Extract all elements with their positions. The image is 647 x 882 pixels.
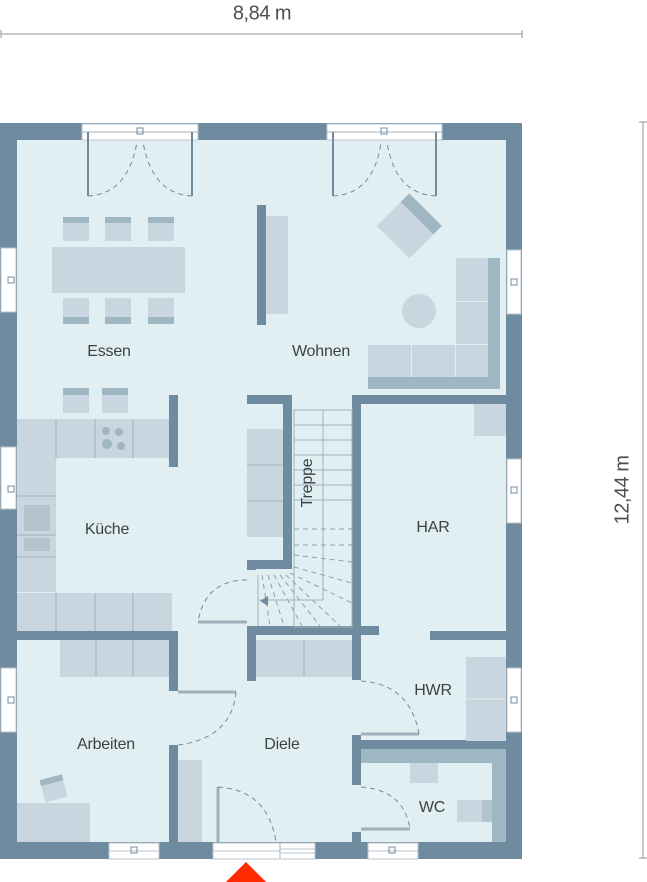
height-dimension-label: 12,44 m — [611, 455, 634, 525]
office-furniture — [17, 640, 169, 842]
room-label-wc: WC — [418, 799, 446, 816]
room-label-diele: Diele — [264, 736, 300, 753]
room-label-wohnen: Wohnen — [291, 343, 351, 360]
entrance-arrow-icon — [226, 862, 266, 882]
room-label-arbeiten: Arbeiten — [77, 736, 135, 753]
room-label-kueche: Küche — [84, 521, 130, 538]
room-label-har: HAR — [416, 519, 450, 536]
utility-furniture — [466, 657, 506, 741]
dining-set — [52, 217, 185, 324]
interior-doors — [177, 579, 420, 831]
width-dimension-label: 8,84 m — [232, 2, 292, 25]
hall-furniture — [178, 640, 352, 842]
bottom-windows — [108, 842, 419, 860]
room-label-treppe: Treppe — [299, 458, 316, 508]
room-label-essen: Essen — [87, 343, 131, 360]
window-top-wohnen — [326, 123, 443, 197]
har-cabinet — [474, 404, 506, 436]
stair-direction-arrow-icon — [260, 596, 268, 606]
height-dimension-line — [639, 121, 647, 859]
interior-walls — [16, 205, 522, 842]
width-dimension-line — [0, 30, 523, 38]
kitchen-furniture — [17, 388, 283, 631]
wc-furniture — [361, 749, 506, 842]
room-label-hwr: HWR — [414, 682, 452, 699]
staircase — [257, 409, 353, 628]
living-furniture — [266, 193, 500, 389]
window-top-essen — [81, 123, 199, 197]
